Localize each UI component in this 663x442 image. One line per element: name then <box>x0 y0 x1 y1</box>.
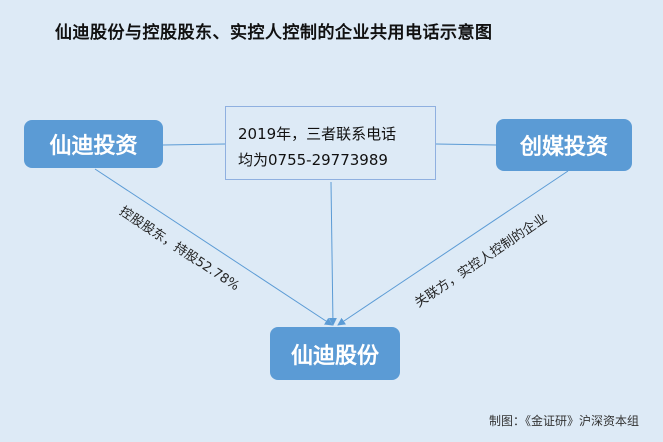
node-chuangmei-investment: 创媒投资 <box>496 119 632 171</box>
node-xiandi-shares: 仙迪股份 <box>270 327 400 380</box>
line-note-to-right <box>435 143 497 146</box>
arrow-left-to-bottom <box>94 168 333 326</box>
diagram-title: 仙迪股份与控股股东、实控人控制的企业共用电话示意图 <box>55 23 493 43</box>
arrow-right-to-bottom <box>337 170 569 326</box>
credit-text: 制图：《金证研》沪深资本组 <box>488 414 639 428</box>
arrow-note-to-bottom <box>328 181 337 326</box>
note-line-2: 均为0755-29773989 <box>238 151 388 169</box>
note-line-1: 2019年，三者联系电话 <box>238 125 397 143</box>
line-left-to-note <box>162 143 226 146</box>
phone-note-box: 2019年，三者联系电话 均为0755-29773989 <box>225 106 436 180</box>
node-xiandi-investment: 仙迪投资 <box>24 120 163 168</box>
